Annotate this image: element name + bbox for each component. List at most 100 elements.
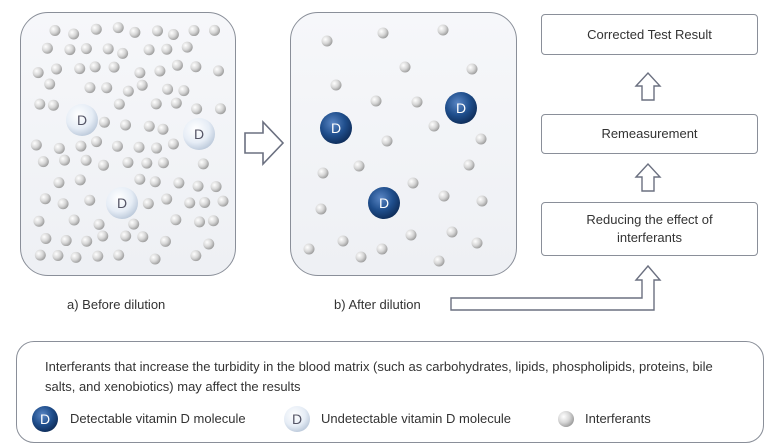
interferant-particle — [129, 26, 141, 38]
interferant-particle — [353, 160, 365, 172]
svg-text:D: D — [379, 195, 389, 211]
interferant-particle — [113, 98, 125, 110]
interferant-particle — [49, 25, 61, 37]
interferant-particle — [39, 193, 51, 205]
interferant-particle — [93, 218, 105, 230]
interferant-particle — [446, 226, 458, 238]
interferant-particle — [149, 176, 161, 188]
interferant-particle — [203, 238, 215, 250]
interferant-particle — [142, 198, 154, 210]
after-dilution-caption: b) After dilution — [334, 297, 421, 312]
interferant-particle — [89, 61, 101, 73]
interferant-particle — [80, 43, 92, 55]
interferant-particle — [134, 67, 146, 79]
interferant-particle — [122, 85, 134, 97]
interferant-particle — [157, 157, 169, 169]
interferant-particle — [376, 243, 388, 255]
interferant-particle — [411, 96, 423, 108]
interferant-particle — [212, 65, 224, 77]
undetectable-vitamin-d-molecule: D — [66, 104, 98, 136]
interferant-particle — [428, 120, 440, 132]
interferant-particle — [75, 140, 87, 152]
interferant-particle — [157, 123, 169, 135]
interferant-particle — [197, 158, 209, 170]
before-dilution-caption: a) Before dilution — [67, 297, 166, 312]
interferant-particle — [117, 47, 129, 59]
reducing-interferants-label: Reducing the effect of interferants — [586, 212, 713, 245]
interferant-particle — [53, 177, 65, 189]
interferant-particle — [143, 120, 155, 132]
interferant-particle — [30, 139, 42, 151]
interferant-particle — [101, 82, 113, 94]
interferant-particle — [68, 214, 80, 226]
undetectable-vitamin-d-molecule: D — [106, 187, 138, 219]
interferant-particle — [128, 218, 140, 230]
interferant-particle — [190, 61, 202, 73]
interferant-particle — [97, 230, 109, 242]
interferant-particle — [64, 44, 76, 56]
interferant-particle — [405, 229, 417, 241]
interferant-particle — [90, 23, 102, 35]
interferant-particle — [136, 79, 148, 91]
up-arrow-icon — [634, 71, 662, 101]
interferant-particle — [475, 133, 487, 145]
before-dilution-panel: D D D — [20, 12, 236, 276]
interferant-particle — [433, 255, 445, 267]
interferant-particle — [170, 97, 182, 109]
interferant-particle — [37, 156, 49, 168]
remeasurement-box: Remeasurement — [541, 114, 758, 154]
interferant-particle — [40, 232, 52, 244]
remeasurement-label: Remeasurement — [601, 126, 698, 141]
interferant-particle — [112, 22, 124, 34]
interferant-particle — [122, 156, 134, 168]
interferant-particle — [102, 43, 114, 55]
interferant-particle — [167, 29, 179, 41]
before-dilution-particles: D D D — [30, 22, 229, 265]
interferant-particle — [120, 119, 132, 131]
detectable-vitamin-d-molecule: D — [445, 92, 477, 124]
after-dilution-particles: D D D — [303, 24, 488, 267]
interferant-particle — [321, 35, 333, 47]
interferant-particle — [178, 85, 190, 97]
interferant-particle — [407, 177, 419, 189]
interferant-particle — [84, 194, 96, 206]
interferant-particle — [154, 65, 166, 77]
interferant-particle — [315, 203, 327, 215]
interferant-particle — [91, 136, 103, 148]
interferant-particle — [59, 154, 71, 166]
detectable-vitamin-d-molecule: D — [368, 187, 400, 219]
interferant-particle — [44, 78, 56, 90]
interferant-particle — [437, 24, 449, 36]
interferant-particle — [207, 215, 219, 227]
interferant-particle — [161, 193, 173, 205]
interferant-particle — [355, 251, 367, 263]
detectable-vitamin-d-molecule: D — [320, 112, 352, 144]
interferant-particle — [171, 59, 183, 71]
interferant-particle — [41, 42, 53, 54]
svg-text:D: D — [117, 195, 127, 211]
interferant-particle — [214, 103, 226, 115]
interferant-particle — [370, 95, 382, 107]
interferant-particle — [57, 198, 69, 210]
interferant-particle — [377, 27, 389, 39]
interferant-particle — [51, 63, 63, 75]
interferant-particle — [134, 173, 146, 185]
interferant-particle — [466, 63, 478, 75]
interferant-particle — [190, 250, 202, 262]
interferant-particle — [209, 24, 221, 36]
interferant-particle — [52, 250, 64, 262]
interferant-particle — [32, 67, 44, 79]
interferant-particle — [34, 249, 46, 261]
interferant-particle — [194, 216, 206, 228]
interferant-particle — [84, 82, 96, 94]
after-dilution-panel: D D D — [290, 12, 517, 276]
interferant-particle — [143, 44, 155, 56]
interferant-particle — [210, 181, 222, 193]
svg-text:D: D — [194, 126, 204, 142]
interferant-particle — [162, 83, 174, 95]
interferant-particle — [141, 157, 153, 169]
interferant-particle — [161, 43, 173, 55]
interferant-particle-icon — [558, 411, 574, 427]
interferant-particle — [381, 135, 393, 147]
interferant-particle — [137, 231, 149, 243]
